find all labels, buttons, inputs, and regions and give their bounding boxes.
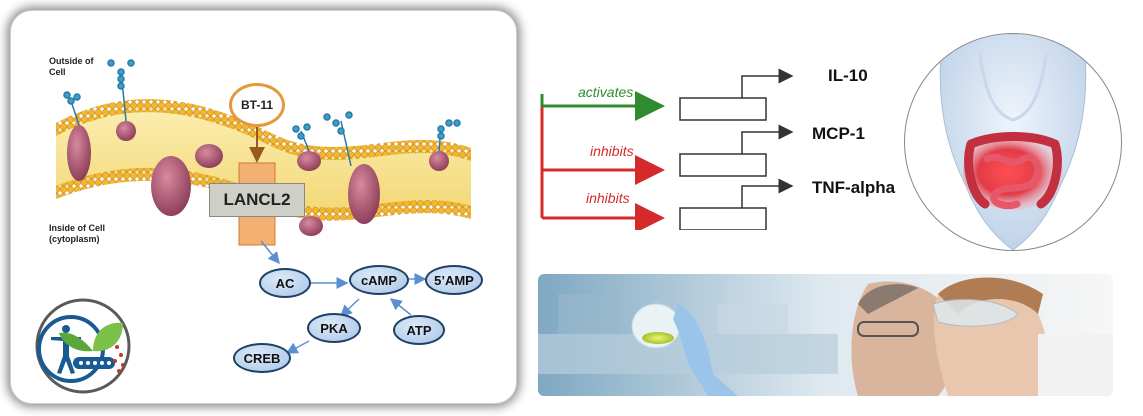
membrane-protein <box>151 156 191 216</box>
membrane-protein <box>67 125 91 181</box>
inside-cell-label: Inside of Cell (cytoplasm) <box>49 223 106 244</box>
membrane-protein <box>429 151 449 171</box>
node-camp: cAMP <box>349 265 409 295</box>
node-pka: PKA <box>307 313 361 343</box>
membrane-protein <box>195 144 223 168</box>
lancl2-receptor: LANCL2 <box>209 183 305 217</box>
lab-scientists-photo <box>538 274 1113 396</box>
logo-emblem <box>35 298 131 394</box>
lipid-heads-top <box>56 99 471 161</box>
gene-box <box>679 153 767 177</box>
node-5amp: 5’AMP <box>425 265 483 295</box>
regulation-action-label: activates <box>578 84 634 100</box>
regulation-action-label: inhibits <box>586 190 630 206</box>
intestine-icon <box>939 34 1087 250</box>
node-atp: ATP <box>393 315 445 345</box>
membrane-protein <box>348 164 380 224</box>
gene-label-tnf: TNF-alpha <box>812 178 896 197</box>
membrane-protein <box>299 216 323 236</box>
membrane-protein <box>297 151 321 171</box>
gene-label-mcp1: MCP-1 <box>812 124 865 143</box>
glycan-chains <box>63 59 461 167</box>
gene-box <box>679 97 767 121</box>
pathway-panel: Outside of Cell Inside of Cell (cytoplas… <box>10 10 517 404</box>
regulation-diagram <box>540 68 794 230</box>
gene-label-il10: IL-10 <box>828 66 868 85</box>
bt11-ligand: BT-11 <box>229 83 285 127</box>
node-ac: AC <box>259 268 311 298</box>
gut-illustration <box>904 33 1122 251</box>
membrane-protein <box>116 121 136 141</box>
human-figure-icon <box>51 325 81 374</box>
plant-leaf-icon <box>93 322 123 352</box>
node-creb: CREB <box>233 343 291 373</box>
plant-leaf-icon <box>59 332 93 352</box>
outside-cell-label: Outside of Cell <box>49 56 94 77</box>
regulation-action-label: inhibits <box>590 143 634 159</box>
gene-box <box>679 207 767 230</box>
